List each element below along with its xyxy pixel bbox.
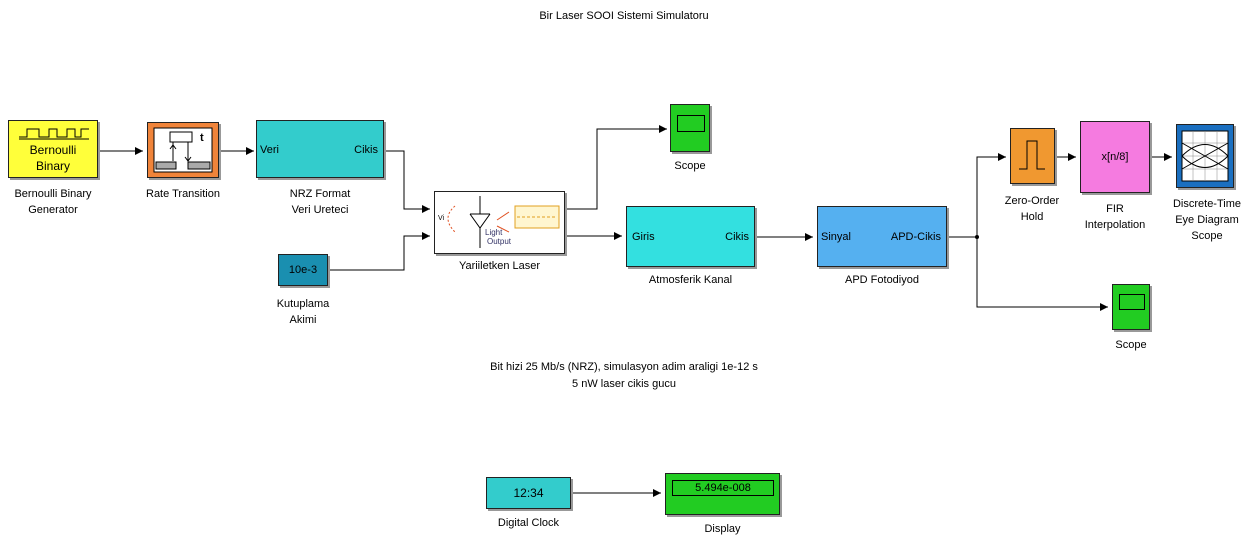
- fir-interpolation-block[interactable]: x[n/8]: [1080, 121, 1150, 193]
- display-readout: 5.494e-008: [672, 480, 774, 496]
- pulse-train-icon: [19, 128, 89, 140]
- branch-point: [975, 235, 979, 239]
- scope-bottom-label: Scope: [1115, 339, 1147, 351]
- bernoulli-binary-block[interactable]: Bernoulli Binary: [8, 120, 98, 178]
- staircase-icon: [1019, 140, 1045, 170]
- wire-split-zoh: [976, 153, 1006, 237]
- apd-label: APD Fotodiyod: [845, 274, 919, 286]
- apd-photodiode-block[interactable]: Sinyal APD-Cikis: [817, 206, 947, 267]
- digital-clock-block[interactable]: 12:34: [486, 477, 571, 509]
- semiconductor-laser-block[interactable]: Vi Light Output: [434, 191, 565, 254]
- laser-label: Yariiletken Laser: [458, 260, 541, 272]
- scope-block-top[interactable]: [670, 104, 710, 152]
- bias-constant-block[interactable]: 10e-3: [278, 254, 328, 286]
- zoh-label-1: Zero-Order: [1004, 195, 1060, 207]
- rate-transition-glyph: t: [200, 132, 204, 144]
- apd-in-port: Sinyal: [821, 231, 851, 243]
- annotation-line-1: Bit hizi 25 Mb/s (NRZ), simulasyon adim …: [490, 361, 758, 373]
- rate-transition-icon: [153, 127, 213, 173]
- display-label: Display: [704, 523, 741, 535]
- scope-screen-icon: [677, 115, 705, 132]
- bernoulli-inner-text-1: Bernoulli: [29, 143, 77, 157]
- laser-diode-icon: Vi: [438, 196, 560, 248]
- bernoulli-label-2: Generator: [28, 204, 78, 216]
- channel-in-port: Giris: [632, 231, 655, 243]
- clock-label: Digital Clock: [497, 517, 560, 529]
- zoh-label-2: Hold: [1020, 211, 1044, 223]
- laser-inner-text-1: Light: [485, 228, 503, 237]
- nrz-format-block[interactable]: Veri Cikis: [256, 120, 384, 178]
- wire-bias-laser: [328, 232, 430, 271]
- bias-value: 10e-3: [288, 264, 318, 276]
- scope-top-label: Scope: [674, 160, 706, 172]
- nrz-label-1: NRZ Format: [289, 188, 351, 200]
- zero-order-hold-block[interactable]: [1010, 128, 1055, 184]
- clock-value: 12:34: [513, 486, 544, 500]
- eye-diagram-scope-block[interactable]: [1176, 124, 1234, 188]
- scope-block-bottom[interactable]: [1112, 284, 1150, 330]
- rate-transition-block[interactable]: t: [147, 122, 219, 178]
- eye-label-2: Eye Diagram: [1175, 214, 1239, 226]
- bias-label-1: Kutuplama: [276, 298, 330, 310]
- svg-text:Vi: Vi: [438, 215, 445, 222]
- nrz-out-port: Cikis: [354, 144, 378, 156]
- fir-label-1: FIR: [1106, 203, 1124, 215]
- nrz-in-port: Veri: [260, 144, 279, 156]
- laser-inner-text-2: Output: [487, 237, 512, 246]
- display-block[interactable]: 5.494e-008: [665, 473, 780, 515]
- channel-label: Atmosferik Kanal: [648, 274, 733, 286]
- wire-laser-scope: [565, 125, 667, 210]
- annotation-line-2: 5 nW laser cikis gucu: [572, 378, 676, 390]
- wire-split-scope: [976, 237, 1108, 311]
- bias-label-2: Akimi: [289, 314, 317, 326]
- fir-inner-text: x[n/8]: [1101, 151, 1129, 163]
- fir-label-2: Interpolation: [1084, 219, 1146, 231]
- bernoulli-inner-text-2: Binary: [35, 159, 70, 173]
- atmospheric-channel-block[interactable]: Giris Cikis: [626, 206, 755, 267]
- eye-label-1: Discrete-Time: [1172, 198, 1242, 210]
- channel-out-port: Cikis: [725, 231, 749, 243]
- apd-out-port: APD-Cikis: [890, 231, 941, 243]
- diagram-title: Bir Laser SOOI Sistemi Simulatoru: [539, 10, 709, 22]
- rate-transition-label: Rate Transition: [146, 188, 220, 200]
- bernoulli-label-1: Bernoulli Binary: [14, 188, 92, 200]
- scope-screen-icon-2: [1119, 294, 1145, 310]
- wire-nrz-laser: [384, 150, 430, 213]
- eye-label-3: Scope: [1191, 230, 1223, 242]
- eye-diagram-icon: [1181, 130, 1229, 182]
- nrz-label-2: Veri Ureteci: [291, 204, 349, 216]
